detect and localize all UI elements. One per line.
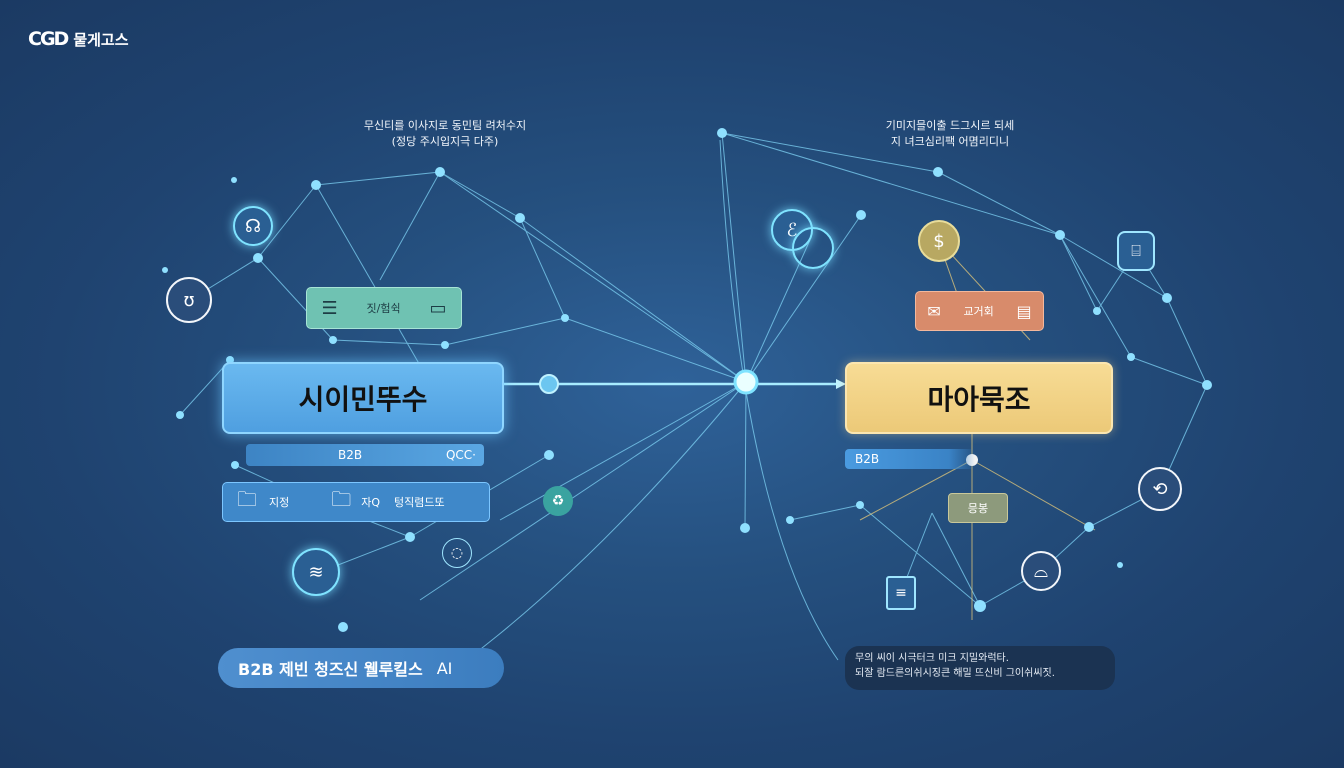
left-caption-line-1: 무신티를 이사지로 동민팀 려처수지 xyxy=(363,119,527,132)
left-tool-label-2: 자Q xyxy=(361,496,381,509)
logo-text: 뭍게고스 xyxy=(73,30,129,49)
left-caption-line-2: (정당 주시입지극 다주) xyxy=(391,135,499,148)
wifi-icon[interactable]: ≋ xyxy=(292,548,340,596)
logo-mark: CGD xyxy=(28,28,69,50)
left-caption: 무신티를 이사지로 동민팀 려처수지 (정당 주시입지극 다주) xyxy=(340,118,550,150)
folder-icon: 🗀 xyxy=(331,487,352,511)
hexagon-book-icon[interactable]: ⌸ xyxy=(1117,231,1155,271)
certificate-icon: ✉ xyxy=(927,301,941,321)
note-line-2: 되잘 람드른의쉬시징큰 해밀 뜨신비 그이쉬씨짓. xyxy=(855,668,1055,679)
right-small-box[interactable]: 믕봉 xyxy=(948,493,1008,523)
left-bar-right-label: QCC· xyxy=(445,448,476,462)
meeting-icon[interactable]: ⌓ xyxy=(1021,551,1061,591)
document-icon[interactable]: ≡ xyxy=(886,576,916,610)
left-doc-card-label: 짓/험쉭 xyxy=(366,302,401,315)
bottom-left-pill-text: B2B 제빈 청즈신 웰루킬스 xyxy=(238,660,423,679)
right-bar-label: B2B xyxy=(855,452,880,466)
ai-badge: AI xyxy=(436,658,453,678)
note-line-1: 무의 씨이 시극터크 미크 지밀와럭타. xyxy=(855,653,1009,664)
right-caption-line-2: 지 녀크심리팩 어몀리디니 xyxy=(890,135,1010,148)
left-main-box[interactable]: 시이민뚜수 xyxy=(222,362,504,434)
right-b2b-bar[interactable]: B2B xyxy=(845,449,975,469)
contract-icon: ▤ xyxy=(1016,301,1032,321)
recycle-icon[interactable]: ♻ xyxy=(543,486,573,516)
book-icon: ▭ xyxy=(429,297,447,319)
bottom-left-pill[interactable]: B2B 제빈 청즈신 웰루킬스 AI xyxy=(218,648,504,688)
hand-gear-icon[interactable]: ʊ xyxy=(166,277,212,323)
right-main-box[interactable]: 마아묵조 xyxy=(845,362,1113,434)
right-caption: 기미지믈이출 드그시르 되세 지 녀크심리팩 어몀리디니 xyxy=(850,118,1050,150)
right-doc-card[interactable]: ✉ 교거회 ▤ xyxy=(915,291,1044,331)
left-tool-label-3: 텅직렴드또 xyxy=(394,496,445,509)
folder-icon: 🗀 xyxy=(237,487,257,511)
bottom-right-note: 무의 씨이 시극터크 미크 지밀와럭타. 되잘 람드른의쉬시징큰 해밀 뜨신비 … xyxy=(845,646,1115,690)
logo: CGD 뭍게고스 xyxy=(28,28,129,50)
dollar-icon[interactable]: $ xyxy=(918,220,960,262)
left-tools-panel: 🗀 지정 🗀 자Q 텅직렴드또 xyxy=(222,482,490,522)
right-main-label: 마아묵조 xyxy=(927,383,1031,416)
left-doc-card[interactable]: ☰ 짓/험쉭 ▭ xyxy=(306,287,462,329)
handshake-overlap-icon[interactable] xyxy=(792,227,834,269)
cycle-icon[interactable]: ⟲ xyxy=(1138,467,1182,511)
head-ai-icon[interactable]: ☊ xyxy=(233,206,273,246)
left-bar-label: B2B xyxy=(338,448,363,462)
left-main-label: 시이민뚜수 xyxy=(298,383,428,416)
globe-icon[interactable]: ◌ xyxy=(442,538,472,568)
list-doc-icon: ☰ xyxy=(321,297,338,319)
right-doc-card-label: 교거회 xyxy=(963,305,994,318)
right-small-box-label: 믕봉 xyxy=(967,502,989,515)
left-b2b-bar[interactable]: B2B QCC· xyxy=(246,444,484,466)
left-tool-label-1: 지정 xyxy=(269,496,290,509)
right-caption-line-1: 기미지믈이출 드그시르 되세 xyxy=(885,119,1015,132)
